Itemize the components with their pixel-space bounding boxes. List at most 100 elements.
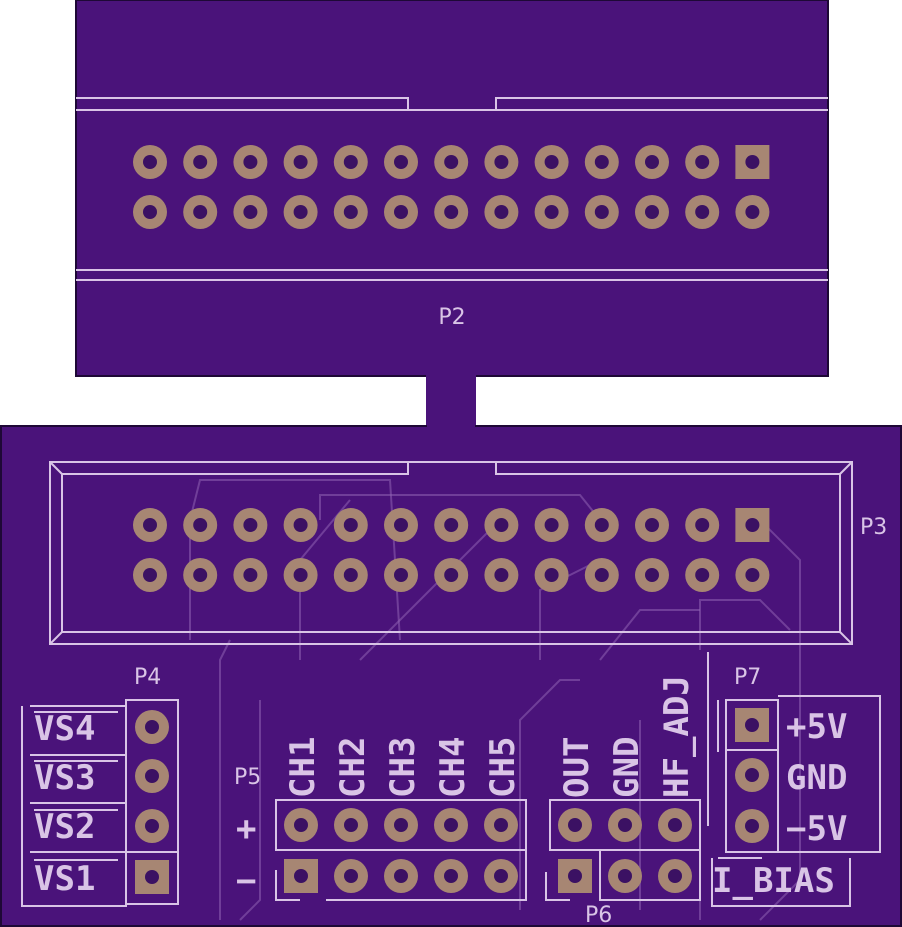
p3-pad-drill	[695, 568, 710, 582]
p2-pad-drill	[143, 155, 157, 169]
p5-label-ch5: CH5	[483, 737, 523, 798]
p4-label-vs3: VS3	[34, 758, 95, 798]
p6-pad-drill	[668, 869, 682, 883]
p2-pad-drill	[193, 205, 208, 219]
p6-pad-drill	[618, 818, 632, 832]
p3-pad-drill	[695, 518, 710, 532]
header-p7: P7 +5V GND −5V	[717, 665, 881, 853]
p4-pad-drill	[145, 720, 159, 734]
p2-pad-drill	[444, 155, 459, 169]
p2-pad-drill	[143, 205, 157, 219]
p2-pad-drill	[343, 155, 358, 169]
p6-label-out: OUT	[557, 737, 597, 798]
p2-pad-drill	[594, 155, 609, 169]
p5-minus-label: −	[236, 861, 256, 901]
p2-pad-drill	[645, 205, 659, 219]
p5-pad-drill	[494, 869, 508, 883]
p5-pad-drill	[344, 869, 358, 883]
p2-pad-drill	[494, 155, 509, 169]
p2-pad-drill	[594, 205, 609, 219]
p3-pad-drill	[143, 568, 157, 582]
p5-pad-drill	[444, 818, 458, 832]
connector-p3-pins	[133, 508, 770, 592]
p3-pad-drill	[293, 568, 308, 582]
p2-pad-drill	[193, 155, 208, 169]
p6-bias-label: I_BIAS	[712, 861, 835, 901]
p2-pad-drill	[544, 155, 559, 169]
p3-pad-drill	[293, 518, 308, 532]
p4-label-vs4: VS4	[34, 709, 95, 749]
p6-pad-drill	[568, 869, 582, 883]
header-p6-ref: P6	[585, 903, 612, 927]
connector-p2-ref: P2	[438, 305, 465, 330]
p3-pad-drill	[594, 518, 609, 532]
p3-pad-drill	[243, 518, 258, 532]
p7-label-gnd: GND	[786, 758, 847, 798]
p3-pad-drill	[343, 568, 358, 582]
p6-label-hf-adj: HF_ADJ	[657, 675, 697, 798]
p7-pad-drill	[745, 768, 759, 782]
p3-pad-drill	[343, 518, 358, 532]
p2-pad-drill	[394, 155, 408, 169]
p2-pad-drill	[293, 205, 308, 219]
p5-label-ch3: CH3	[383, 737, 423, 798]
p2-pad-drill	[544, 205, 559, 219]
connector-p2-pins	[133, 145, 770, 229]
header-p5-ref: P5	[234, 765, 261, 790]
p6-label-gnd: GND	[607, 737, 647, 798]
p3-pad-drill	[544, 568, 559, 582]
p5-pad-drill	[294, 818, 308, 832]
p5-pad-drill	[494, 818, 508, 832]
p3-pad-drill	[645, 518, 659, 532]
p6-pad-drill	[618, 869, 632, 883]
p3-pad-drill	[544, 518, 559, 532]
p7-label-minus5v: −5V	[786, 809, 847, 849]
p2-pad-drill	[293, 155, 308, 169]
connector-p3-outline	[49, 461, 853, 645]
p2-pad-drill	[695, 155, 710, 169]
p2-pad-drill	[745, 155, 760, 169]
p2-pad-drill	[243, 205, 258, 219]
p2-pad-drill	[343, 205, 358, 219]
p3-pad-drill	[444, 518, 459, 532]
p2-pad-drill	[444, 205, 459, 219]
p2-pad-drill	[494, 205, 509, 219]
p5-pad-drill	[394, 818, 408, 832]
header-p6: P6 OUT GND HF_ADJ I_BIAS	[545, 652, 851, 927]
p3-pad-drill	[745, 518, 760, 532]
p4-pad-drill	[145, 769, 159, 783]
p3-pad-drill	[745, 568, 760, 582]
p5-plus-label: +	[236, 809, 256, 849]
header-p4-ref: P4	[134, 665, 161, 690]
p3-pad-drill	[394, 518, 408, 532]
p2-pad-drill	[645, 155, 659, 169]
p4-label-vs2: VS2	[34, 807, 95, 847]
connector-p2-outline	[76, 97, 828, 281]
connector-p3-ref: P3	[860, 515, 887, 540]
p3-pad-drill	[193, 518, 208, 532]
p2-pad-drill	[695, 205, 710, 219]
header-p7-ref: P7	[734, 665, 761, 690]
p5-pad-drill	[294, 869, 308, 883]
p5-pad-drill	[344, 818, 358, 832]
p4-pad-drill	[145, 819, 159, 833]
p3-pad-drill	[494, 568, 509, 582]
p2-pad-drill	[745, 205, 760, 219]
p3-pad-drill	[594, 568, 609, 582]
p3-pad-drill	[444, 568, 459, 582]
p7-label-plus5v: +5V	[786, 707, 847, 747]
p5-pad-drill	[394, 869, 408, 883]
p6-pad-drill	[668, 818, 682, 832]
p5-label-ch4: CH4	[433, 737, 473, 798]
p3-pad-drill	[494, 518, 509, 532]
p6-pad-drill	[568, 818, 582, 832]
p3-pad-drill	[143, 518, 157, 532]
header-p4: P4 VS4 VS3 VS2 VS1	[21, 665, 179, 907]
p5-label-ch2: CH2	[333, 737, 373, 798]
p4-label-vs1: VS1	[34, 859, 95, 899]
p5-label-ch1: CH1	[283, 737, 323, 798]
p5-pad-drill	[444, 869, 458, 883]
p7-pad-drill	[745, 718, 759, 732]
